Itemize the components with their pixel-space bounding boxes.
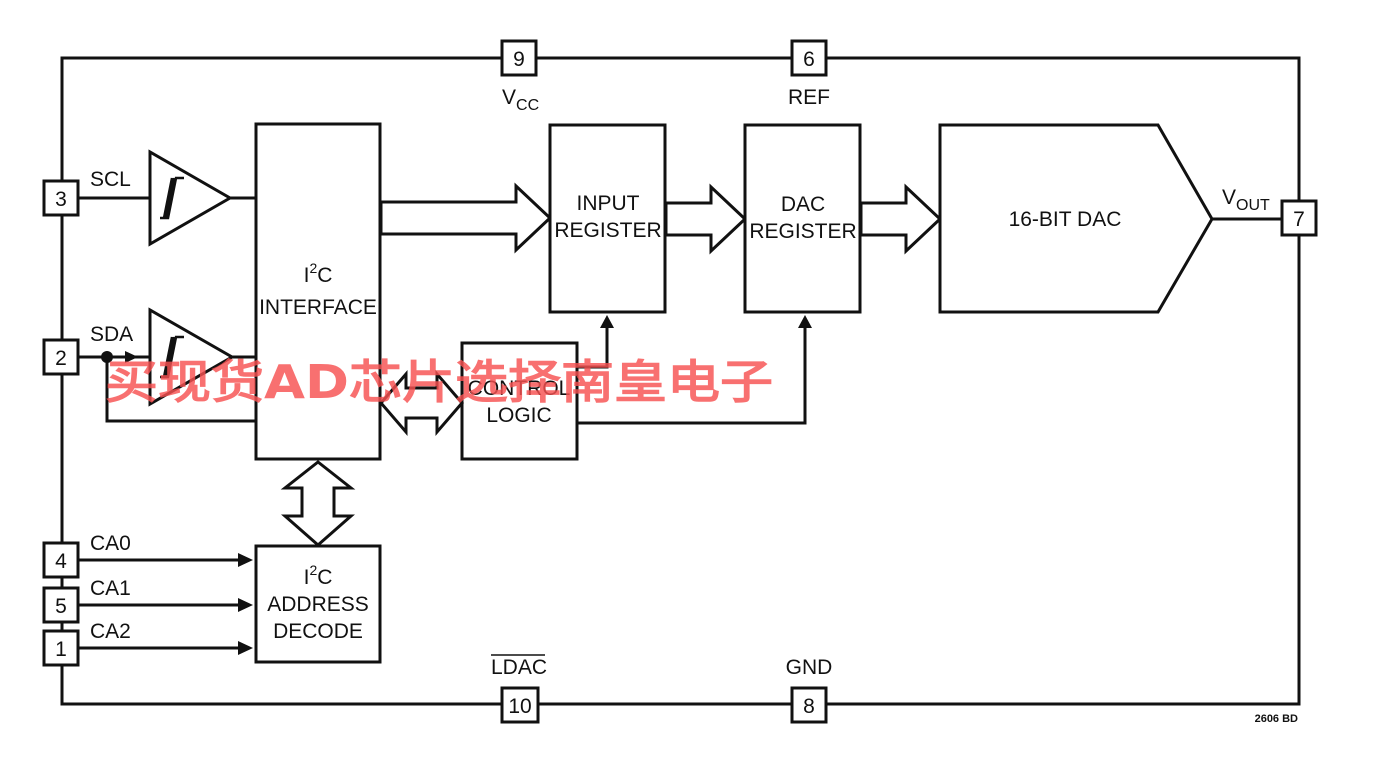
pin-8: 8: [790, 686, 828, 724]
pin-10: 10: [500, 686, 540, 724]
pin-6: 6: [790, 39, 828, 77]
ca2-arrowhead: [238, 641, 253, 655]
pin-9-number: 9: [513, 48, 525, 71]
pin-3: 3: [42, 179, 80, 217]
ca1-arrowhead: [238, 598, 253, 612]
pin-10-number: 10: [508, 695, 531, 718]
pin-7-number: 7: [1293, 208, 1305, 231]
sda-feedback-wire: [105, 357, 256, 423]
bus-arrow-input-to-dac-register: [664, 183, 748, 255]
bus-arrow-interface-address-decode: [280, 460, 356, 547]
address-decode-line2: ADDRESS: [267, 593, 369, 616]
scl-label: SCL: [90, 168, 131, 191]
bus-arrow-dac-register-to-dac: [859, 183, 943, 255]
pin-1: 1: [42, 629, 80, 667]
i2c-interface-block: [254, 122, 382, 461]
bus-arrow-interface-control-logic: [379, 369, 464, 437]
ca1-label: CA1: [90, 577, 131, 600]
dac-register-block: [743, 123, 862, 314]
dac-16bit-label: 16-BIT DAC: [1009, 208, 1122, 231]
dac-register-line2: REGISTER: [749, 220, 856, 243]
sda-label: SDA: [90, 323, 133, 346]
control-logic-line1: CONTROL: [468, 377, 571, 400]
gnd-label: GND: [786, 656, 833, 679]
figure-code: 2606 BD: [1255, 713, 1298, 725]
ca0-label: CA0: [90, 532, 131, 555]
ref-label: REF: [788, 86, 830, 109]
ca0-arrowhead: [238, 553, 253, 567]
pin-9: 9: [500, 39, 538, 77]
i2c-interface-title: I2C: [304, 260, 333, 287]
address-decode-block: [254, 544, 382, 664]
ldac-label: LDAC: [491, 656, 547, 679]
scl-schmitt-buffer: [148, 149, 234, 247]
pin-1-number: 1: [55, 638, 67, 661]
dac-16bit-block: [938, 123, 1214, 314]
pin-8-number: 8: [803, 695, 815, 718]
pin-5: 5: [42, 586, 80, 624]
ca2-label: CA2: [90, 620, 131, 643]
pin-4-number: 4: [55, 550, 67, 573]
pin-3-number: 3: [55, 188, 67, 211]
sda-schmitt-buffer: [148, 307, 236, 407]
dac-register-line1: DAC: [781, 193, 825, 216]
address-decode-title: I2C: [304, 562, 333, 589]
package-outline: [60, 56, 1301, 706]
bus-arrow-interface-to-input-register: [379, 182, 553, 254]
pin-5-number: 5: [55, 595, 67, 618]
control-to-dac-register-wire: [577, 326, 807, 425]
pin-6-number: 6: [803, 48, 815, 71]
vcc-label: VCC: [502, 86, 539, 114]
scl-hysteresis-icon: [160, 176, 184, 220]
pin-2-number: 2: [55, 347, 67, 370]
input-register-line2: REGISTER: [554, 219, 661, 242]
watermark-text: 买现货AD芯片选择南皇电子: [105, 355, 773, 409]
pin-7: 7: [1280, 199, 1318, 237]
vout-label: VOUT: [1222, 186, 1270, 214]
input-register-block: [548, 123, 667, 314]
sda-hysteresis-icon: [160, 335, 184, 379]
i2c-interface-subtitle: INTERFACE: [259, 296, 377, 319]
control-to-input-register-wire: [577, 326, 609, 369]
control-logic-line2: LOGIC: [486, 404, 551, 427]
sda-input-arrowhead: [125, 351, 138, 363]
pin-2: 2: [42, 338, 80, 376]
pin-4: 4: [42, 541, 80, 579]
control-to-dac-register-arrowhead: [798, 315, 812, 328]
control-to-input-register-arrowhead: [600, 315, 614, 328]
address-decode-line3: DECODE: [273, 620, 363, 643]
input-register-line1: INPUT: [577, 192, 640, 215]
